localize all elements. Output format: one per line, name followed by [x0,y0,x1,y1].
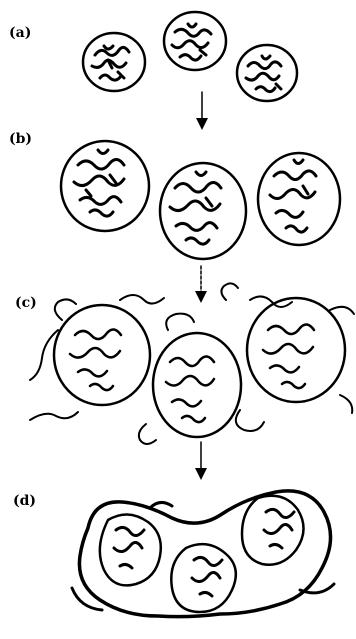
particle-a2 [164,12,226,70]
interparticle-chains [30,283,354,444]
particle-c1 [54,305,150,405]
particle-b3 [258,153,340,245]
panel-d-coalesced [72,491,334,617]
panel-a-particles [83,12,297,101]
particle-a3 [237,45,297,101]
particle-c2 [153,333,241,437]
particle-a1 [83,33,145,91]
panel-b-particles [61,141,340,259]
particle-b1 [61,141,149,231]
panel-c-particles [30,283,354,444]
particle-b2 [160,163,246,259]
particle-c3 [247,298,345,402]
